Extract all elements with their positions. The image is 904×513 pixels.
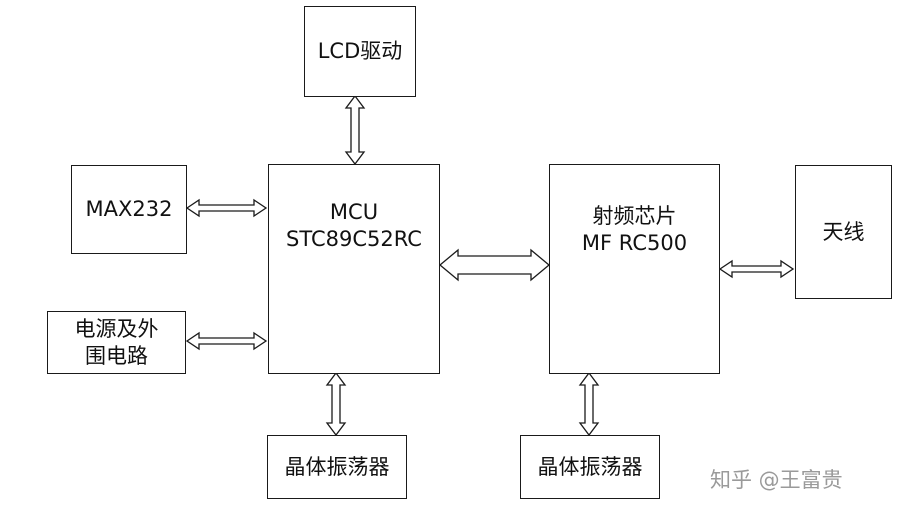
mcu-block: MCU STC89C52RC — [268, 164, 440, 374]
arrow-rf-antenna — [718, 259, 795, 279]
arrow-power-mcu — [185, 331, 268, 351]
crystal-oscillator-mcu-label: 晶体振荡器 — [284, 454, 390, 479]
crystal-oscillator-rf-block: 晶体振荡器 — [520, 435, 660, 499]
rf-chip-label-line1: 射频芯片 — [592, 204, 677, 228]
crystal-oscillator-rf-label: 晶体振荡器 — [537, 454, 643, 479]
rf-chip-block: 射频芯片 MF RC500 — [549, 164, 720, 374]
arrow-mcu-crystal — [325, 371, 347, 437]
max232-block: MAX232 — [71, 165, 187, 254]
arrow-rf-crystal — [578, 371, 600, 437]
antenna-block: 天线 — [795, 165, 892, 299]
lcd-driver-label: LCD驱动 — [317, 39, 403, 63]
max232-label: MAX232 — [85, 197, 173, 221]
mcu-label-line1: MCU — [329, 200, 379, 224]
crystal-oscillator-mcu-block: 晶体振荡器 — [267, 435, 407, 499]
watermark: 知乎 @王富贵 — [710, 468, 843, 492]
arrow-lcd-mcu — [344, 94, 366, 166]
antenna-label: 天线 — [822, 219, 865, 244]
power-circuit-block: 电源及外 围电路 — [47, 311, 186, 374]
lcd-driver-block: LCD驱动 — [304, 6, 416, 97]
mcu-label-line2: STC89C52RC — [286, 227, 422, 251]
rf-chip-label-line2: MF RC500 — [581, 231, 688, 255]
power-circuit-label-line1: 电源及外 — [74, 316, 159, 341]
power-circuit-label-line2: 围电路 — [85, 343, 148, 368]
arrow-mcu-rf — [438, 248, 551, 282]
arrow-max232-mcu — [185, 198, 268, 218]
